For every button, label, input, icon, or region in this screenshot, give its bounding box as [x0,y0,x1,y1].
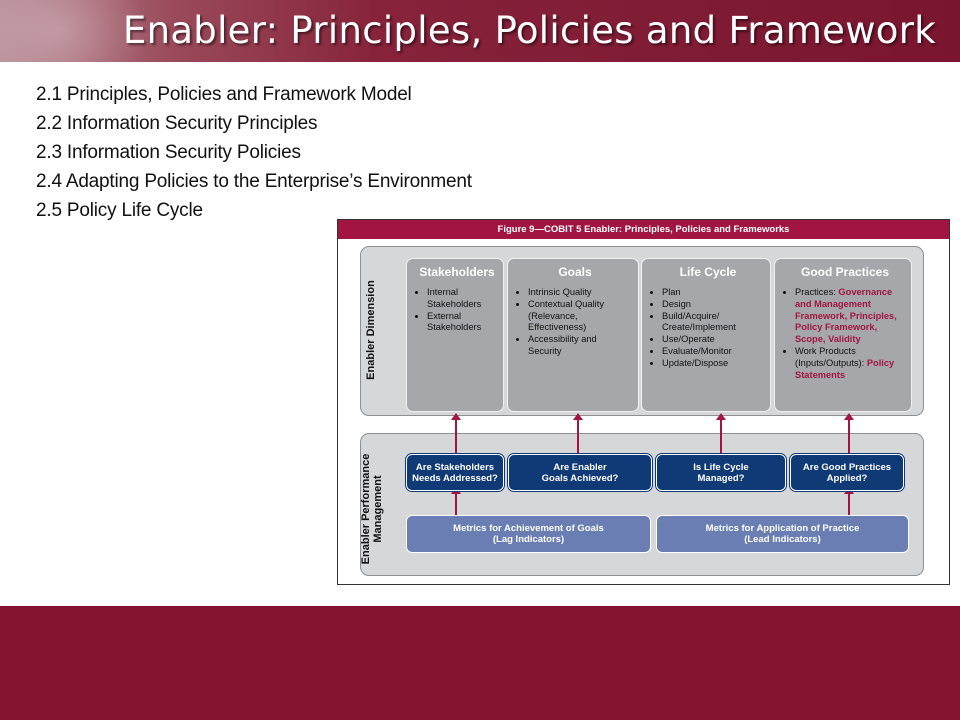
box-item: External Stakeholders [427,311,497,335]
stakeholders-box: Stakeholders Internal Stakeholders Exter… [406,258,504,412]
cobit-enabler-figure: Figure 9—COBIT 5 Enabler: Principles, Po… [337,219,950,585]
box-item: Plan [662,287,764,299]
box-title: Good Practices [800,265,890,279]
up-arrow [573,413,583,454]
box-item: Update/Dispose [662,358,764,370]
enabler-dimension-label: Enabler Dimension [365,280,377,380]
slide-title: Enabler: Principles, Policies and Framew… [122,9,936,52]
decorative-swirl [0,0,150,62]
box-title: Goals [558,265,592,279]
title-bar: Enabler: Principles, Policies and Framew… [0,0,960,62]
box-item: Build/Acquire/ Create/Implement [662,311,764,335]
box-item: Practices: Governance and Management Fra… [795,287,905,346]
box-item: Work Products (Inputs/Outputs): Policy S… [795,346,905,381]
outline-item: 2.3 Information Security Policies [36,142,301,163]
section-outline: 2.1 Principles, Policies and Framework M… [36,82,472,227]
up-arrow [451,487,461,515]
footer-band [0,606,960,720]
up-arrow [716,413,726,454]
up-arrow [844,413,854,454]
outline-item: 2.2 Information Security Principles [36,113,318,134]
box-item: Use/Operate [662,334,764,346]
goals-box: Goals Intrinsic Quality Contextual Quali… [507,258,639,412]
metrics-lead-box: Metrics for Application of Practice(Lead… [656,515,909,553]
good-practices-box: Good Practices Practices: Governance and… [774,258,912,412]
outline-item: 2.5 Policy Life Cycle [36,200,203,221]
metrics-lag-box: Metrics for Achievement of Goals(Lag Ind… [406,515,651,553]
box-item: Internal Stakeholders [427,287,497,311]
box-title: Life Cycle [679,265,737,279]
outline-item: 2.1 Principles, Policies and Framework M… [36,84,412,105]
outline-item: 2.4 Adapting Policies to the Enterprise’… [36,171,472,192]
life-cycle-box: Life Cycle Plan Design Build/Acquire/ Cr… [641,258,771,412]
box-title: Stakeholders [419,265,495,279]
box-item: Evaluate/Monitor [662,346,764,358]
box-item: Design [662,299,764,311]
box-item: Contextual Quality (Relevance, Effective… [528,299,632,334]
up-arrow [451,413,461,454]
box-item: Intrinsic Quality [528,287,632,299]
enabler-performance-label: Enabler Performance Management [360,453,384,565]
up-arrow [844,487,854,515]
figure-title: Figure 9—COBIT 5 Enabler: Principles, Po… [338,220,949,239]
box-item: Accessibility and Security [528,334,632,358]
